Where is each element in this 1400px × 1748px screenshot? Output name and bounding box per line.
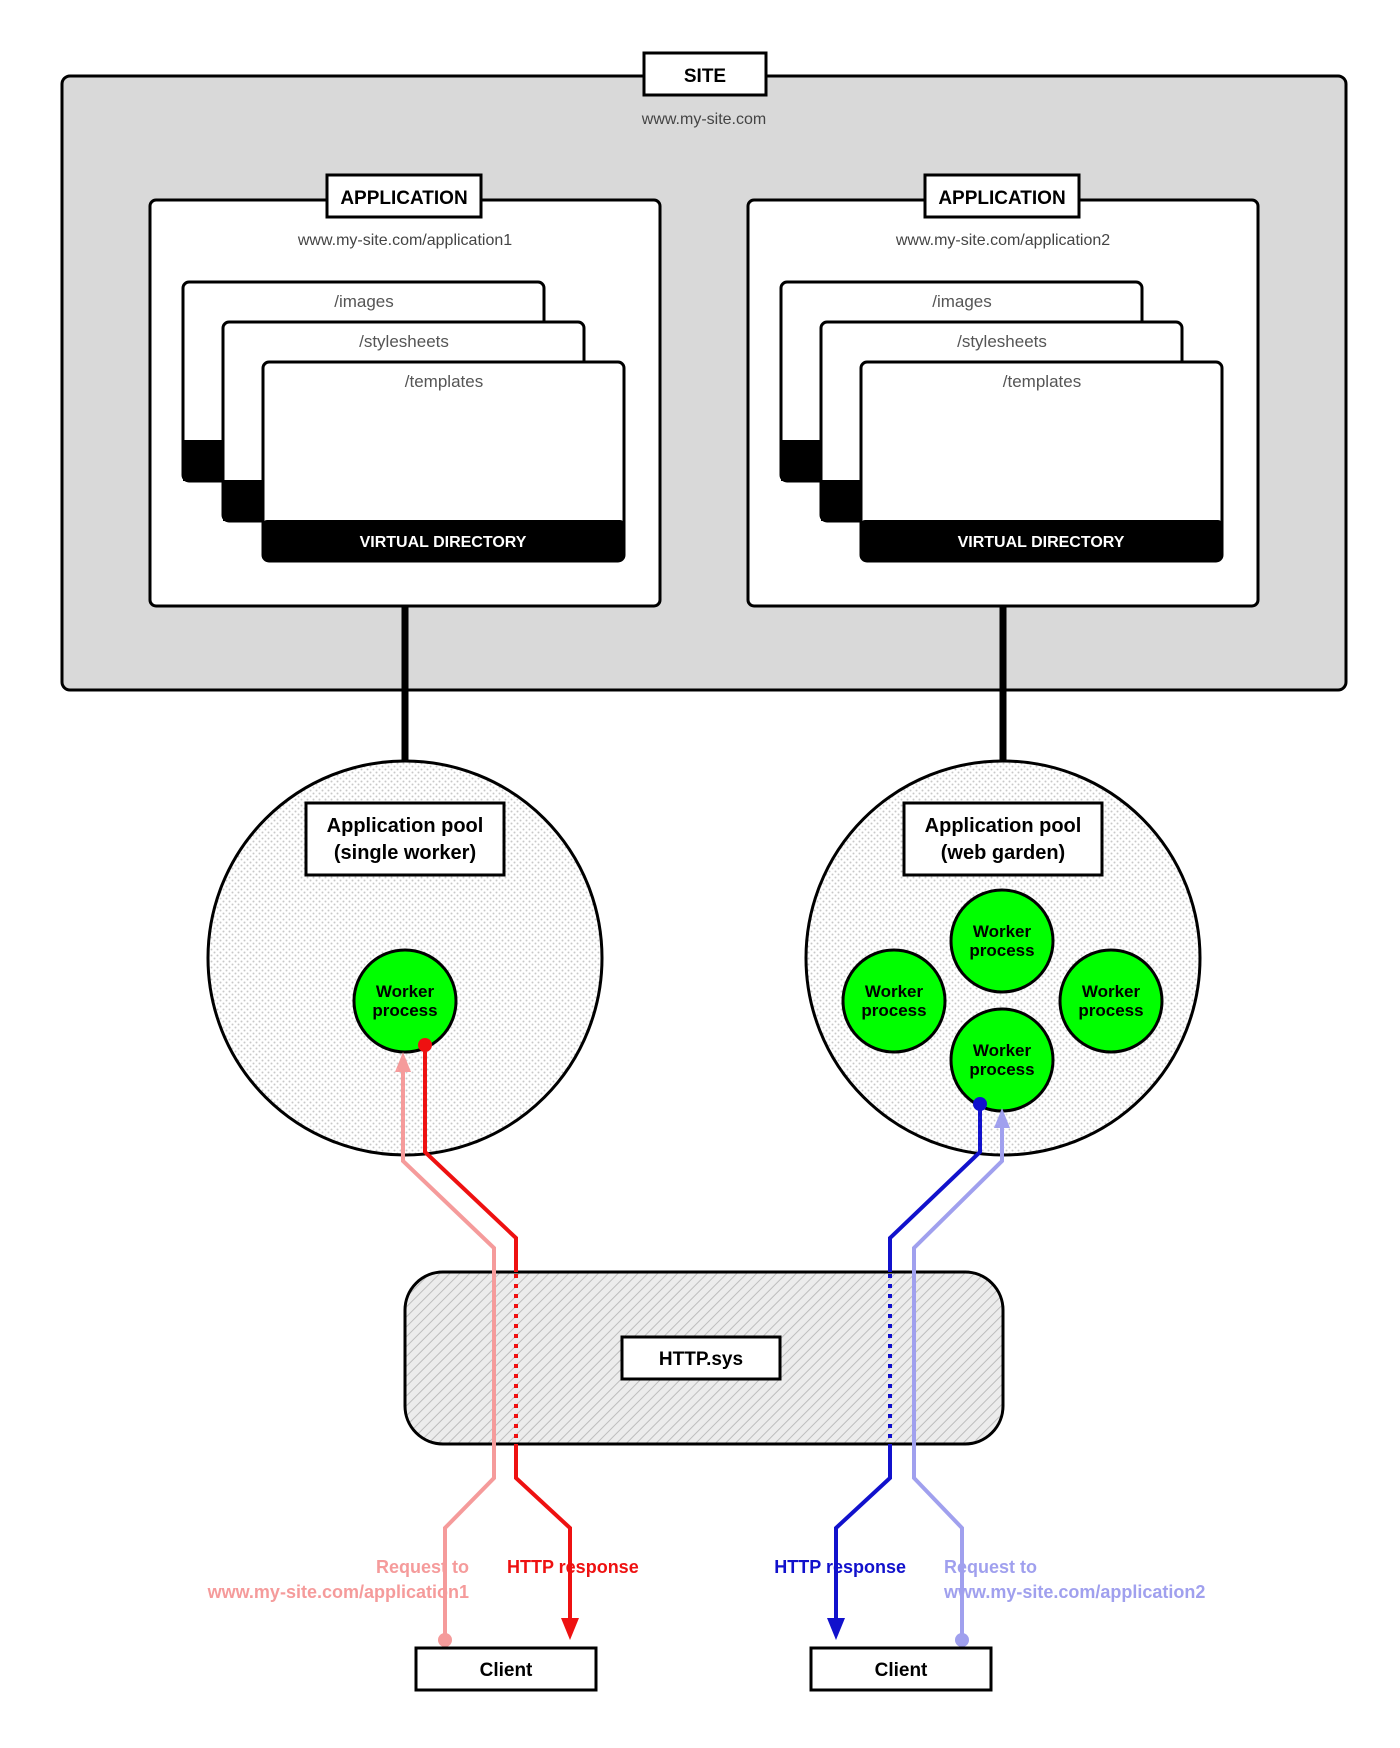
application-label-box [325, 173, 483, 219]
request-line-lower [443, 1274, 496, 1640]
worker-label-line2: process [1078, 1001, 1143, 1020]
worker-label-line2: process [969, 1060, 1034, 1079]
right-request-label-line2: www.my-site.com/application2 [943, 1582, 1205, 1602]
virtual-directory-bar [861, 520, 1222, 561]
folder-name-images: /images [334, 292, 394, 311]
right-response-label: HTTP response [774, 1557, 906, 1577]
http-sys-label: HTTP.sys [659, 1349, 743, 1370]
http-sys-label-box [620, 1335, 782, 1381]
worker-label-line2: process [861, 1001, 926, 1020]
client-right: Client [809, 1646, 993, 1692]
client-label: Client [875, 1660, 928, 1681]
worker-process-right [1058, 948, 1164, 1054]
virtual-directory-bar [263, 520, 624, 561]
response-line-lower [834, 1444, 892, 1620]
application-pool-single-worker: Application pool (single worker) Worker … [206, 759, 604, 1157]
request-origin-dot [438, 1633, 452, 1647]
request-line-upper [912, 1125, 1004, 1274]
folder-name-templates: /templates [1003, 372, 1081, 391]
worker-label-line1: Worker [1082, 982, 1141, 1001]
worker-process-top [949, 888, 1055, 994]
client-label: Client [480, 1660, 533, 1681]
worker-label-line1: Worker [973, 1041, 1032, 1060]
response-arrowhead [827, 1618, 845, 1640]
application-2: APPLICATION www.my-site.com/application2… [746, 173, 1260, 608]
pool-label-line2: (web garden) [941, 842, 1065, 864]
worker-label-line1: Worker [376, 982, 435, 1001]
right-request-flow [912, 1108, 1010, 1647]
http-sys: HTTP.sys [403, 1270, 1005, 1446]
client-box [414, 1646, 598, 1692]
worker-label-line2: process [372, 1001, 437, 1020]
pool-label-line1: Application pool [925, 815, 1082, 837]
site-url: www.my-site.com [641, 111, 766, 128]
left-response-label: HTTP response [507, 1557, 639, 1577]
request-line-lower [912, 1274, 964, 1640]
client-box [809, 1646, 993, 1692]
application-1: APPLICATION www.my-site.com/application1… [148, 173, 662, 608]
worker-process [352, 948, 458, 1054]
folder-name-stylesheets: /stylesheets [957, 332, 1047, 351]
left-request-label-line2: www.my-site.com/application1 [207, 1582, 469, 1602]
request-arrowhead [395, 1052, 411, 1072]
application-url: www.my-site.com/application2 [895, 232, 1110, 249]
request-line-upper [401, 1070, 496, 1274]
application-label-box [923, 173, 1081, 219]
right-response-flow [827, 1097, 987, 1640]
response-line-upper [423, 1045, 518, 1272]
request-origin-dot [955, 1633, 969, 1647]
application-label: APPLICATION [340, 188, 467, 209]
left-response-flow [418, 1038, 579, 1640]
request-arrowhead [994, 1108, 1010, 1128]
left-request-flow [395, 1052, 496, 1647]
left-request-label-line1: Request to [376, 1557, 469, 1577]
worker-label-line1: Worker [973, 922, 1032, 941]
folder-name-templates: /templates [405, 372, 483, 391]
client-left: Client [414, 1646, 598, 1692]
worker-label-line2: process [969, 941, 1034, 960]
worker-process-left [841, 948, 947, 1054]
pool-label-line2: (single worker) [334, 842, 476, 864]
response-arrowhead [561, 1618, 579, 1640]
right-request-label-line1: Request to [944, 1557, 1037, 1577]
virtual-directory-label: VIRTUAL DIRECTORY [360, 534, 527, 551]
application-pool-web-garden: Application pool (web garden) Worker pro… [804, 759, 1202, 1157]
pool-label-box [902, 801, 1104, 877]
site-label-box [642, 51, 768, 97]
folder-name-stylesheets: /stylesheets [359, 332, 449, 351]
response-line-lower [514, 1444, 572, 1620]
worker-label-line1: Worker [865, 982, 924, 1001]
pool-label-line1: Application pool [327, 815, 484, 837]
folder-name-images: /images [932, 292, 992, 311]
response-line-upper [888, 1104, 982, 1272]
virtual-directory-label: VIRTUAL DIRECTORY [958, 534, 1125, 551]
pool-label-box [304, 801, 506, 877]
application-url: www.my-site.com/application1 [297, 232, 512, 249]
site-label: SITE [684, 66, 726, 87]
application-label: APPLICATION [938, 188, 1065, 209]
